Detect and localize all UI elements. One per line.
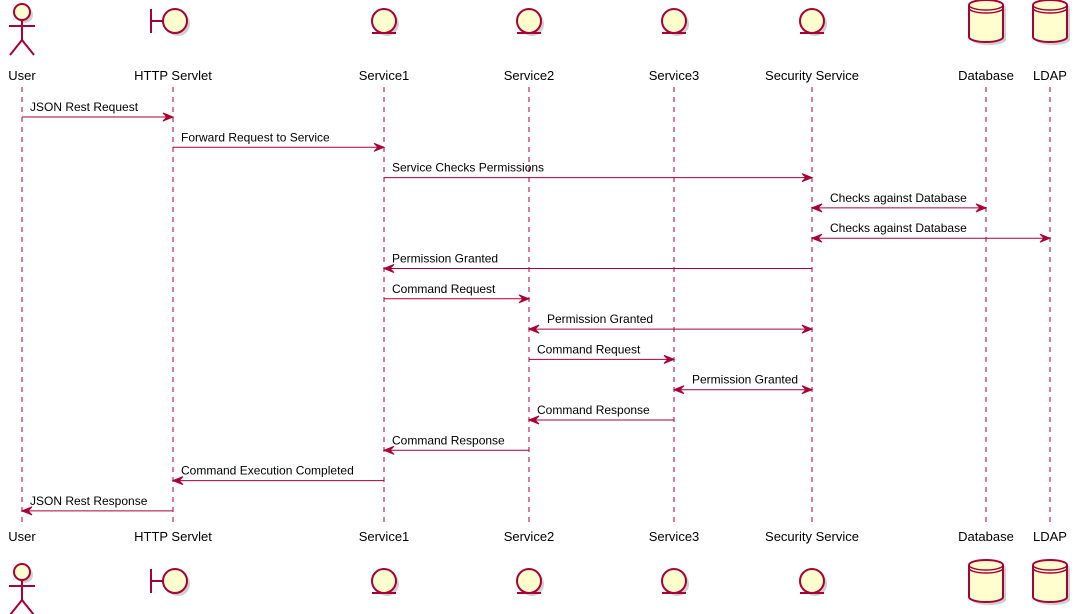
participant-label: Service3 [649, 529, 700, 544]
boundary-icon [150, 8, 190, 36]
entity-icon [371, 568, 399, 596]
participant-label: LDAP [1033, 68, 1067, 83]
message-label: Command Request [537, 342, 641, 356]
message-1: JSON Rest Request [22, 100, 175, 122]
participant-label: Service3 [649, 68, 700, 83]
arrowhead-icon [518, 294, 531, 304]
arrowhead-icon [810, 203, 823, 213]
message-6: Permission Granted [382, 252, 812, 273]
message-7: Command Request [384, 282, 531, 304]
entity-icon [799, 568, 827, 596]
message-2: Forward Request to Service [173, 130, 386, 152]
arrowhead-icon [810, 233, 823, 243]
entity-icon [516, 8, 544, 36]
arrowhead-icon [672, 385, 685, 395]
boundary-icon [150, 568, 190, 596]
database-icon [1032, 559, 1070, 605]
message-label: Command Execution Completed [181, 464, 354, 478]
actor-icon [9, 3, 35, 56]
message-label: Service Checks Permissions [392, 161, 544, 175]
participant-label: User [8, 68, 36, 83]
participant-service3-bottom: Service3 [649, 529, 700, 596]
arrowhead-icon [527, 324, 540, 334]
arrowhead-icon [801, 385, 814, 395]
arrowhead-icon [382, 445, 395, 455]
message-label: Command Request [392, 282, 496, 296]
message-13: Command Execution Completed [171, 464, 384, 486]
participant-service2-bottom: Service2 [504, 529, 555, 596]
participant-label: Security Service [765, 529, 859, 544]
participant-servlet-bottom: HTTP Servlet [134, 529, 212, 596]
arrowhead-icon [162, 112, 175, 122]
message-label: Checks against Database [830, 191, 967, 205]
arrowhead-icon [801, 324, 814, 334]
message-9: Command Request [529, 342, 676, 364]
participant-service1-bottom: Service1 [359, 529, 410, 596]
participant-service1-top: Service1 [359, 8, 410, 83]
participant-user-top: User [8, 3, 36, 83]
participant-label: LDAP [1033, 529, 1067, 544]
message-label: Forward Request to Service [181, 130, 330, 144]
arrowhead-icon [801, 173, 814, 183]
arrowhead-icon [171, 476, 184, 486]
message-11: Command Response [527, 403, 674, 425]
arrowhead-icon [1039, 233, 1052, 243]
lifelines [21, 87, 1051, 526]
message-label: Permission Granted [392, 252, 498, 266]
message-8: Permission Granted [527, 312, 814, 334]
entity-icon [799, 8, 827, 36]
participant-database-bottom: Database [958, 529, 1014, 605]
participant-label: Service1 [359, 68, 410, 83]
participant-label: Security Service [765, 68, 859, 83]
participant-label: Service2 [504, 68, 555, 83]
arrowhead-icon [382, 264, 395, 273]
message-label: JSON Rest Response [30, 494, 148, 508]
message-10: Permission Granted [672, 373, 814, 395]
database-icon [1032, 0, 1070, 45]
message-12: Command Response [382, 433, 529, 455]
arrowhead-icon [527, 415, 540, 425]
participant-user-bottom: User [8, 529, 36, 614]
participant-label: HTTP Servlet [134, 68, 212, 83]
entity-icon [661, 568, 689, 596]
message-4: Checks against Database [810, 191, 988, 213]
message-label: Command Response [392, 433, 505, 447]
participant-security-bottom: Security Service [765, 529, 859, 596]
participant-heads-top: User HTTP Servlet Service1 Service2 Service3… [8, 0, 1070, 83]
participant-service2-top: Service2 [504, 8, 555, 83]
participant-servlet-top: HTTP Servlet [134, 8, 212, 83]
message-label: Checks against Database [830, 221, 967, 235]
entity-icon [371, 8, 399, 36]
participant-database-top: Database [958, 0, 1014, 83]
message-5: Checks against Database [810, 221, 1052, 243]
message-label: Permission Granted [692, 373, 798, 387]
message-label: Command Response [537, 403, 650, 417]
database-icon [968, 559, 1006, 605]
participant-label: HTTP Servlet [134, 529, 212, 544]
database-icon [968, 0, 1006, 45]
participant-label: Database [958, 68, 1014, 83]
message-3: Service Checks Permissions [384, 161, 814, 183]
arrowhead-icon [663, 354, 676, 364]
participant-label: Service1 [359, 529, 410, 544]
participant-label: Database [958, 529, 1014, 544]
actor-icon [9, 563, 35, 614]
arrowhead-icon [975, 203, 988, 213]
arrowhead-icon [373, 142, 386, 152]
arrowhead-icon [20, 506, 33, 516]
message-14: JSON Rest Response [20, 494, 173, 516]
entity-icon [516, 568, 544, 596]
participant-security-top: Security Service [765, 8, 859, 83]
participant-heads-bottom: User HTTP Servlet Service1 Service2 Service3… [8, 529, 1070, 614]
message-label: Permission Granted [547, 312, 653, 326]
participant-label: User [8, 529, 36, 544]
participant-ldap-bottom: LDAP [1032, 529, 1070, 605]
message-label: JSON Rest Request [30, 100, 139, 114]
participant-ldap-top: LDAP [1032, 0, 1070, 83]
participant-label: Service2 [504, 529, 555, 544]
entity-icon [661, 8, 689, 36]
participant-service3-top: Service3 [649, 8, 700, 83]
